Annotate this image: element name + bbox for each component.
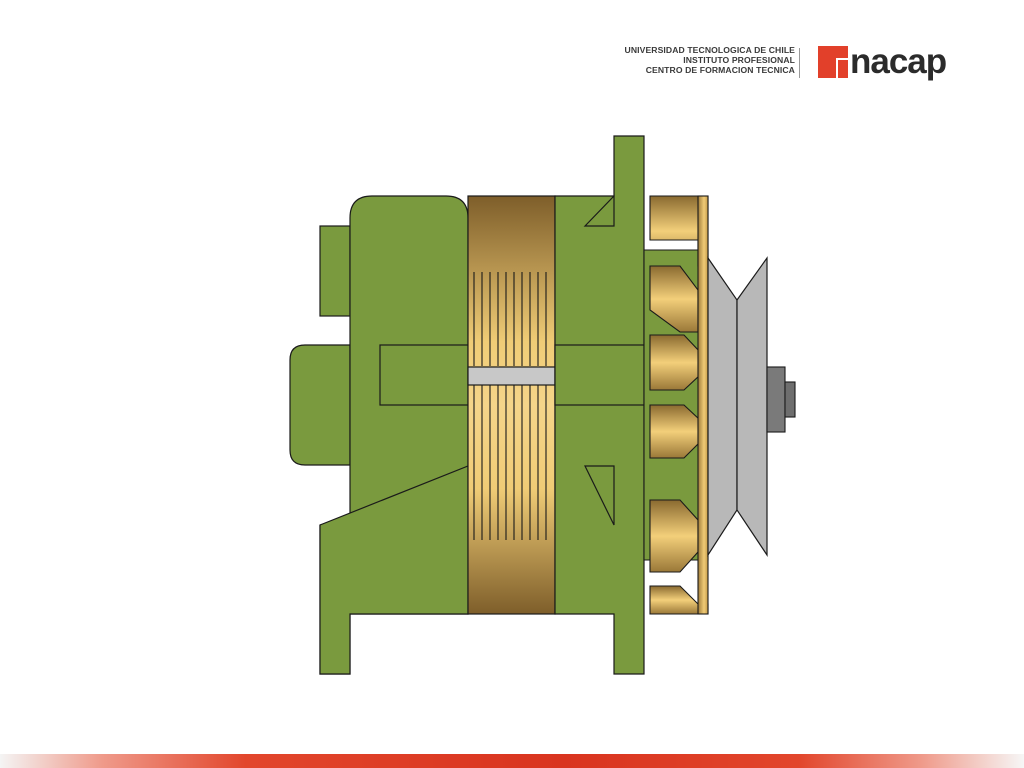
institution-header: UNIVERSIDAD TECNOLOGICA DE CHILE INSTITU… bbox=[625, 45, 795, 75]
institution-line-3: CENTRO DE FORMACION TECNICA bbox=[645, 65, 795, 75]
front-housing-rib-bottom bbox=[584, 465, 615, 526]
institution-line-2: INSTITUTO PROFESIONAL bbox=[683, 55, 795, 65]
brand-wordmark: nacap bbox=[850, 42, 947, 81]
fan-blade-3 bbox=[649, 334, 701, 391]
header-divider bbox=[799, 48, 800, 78]
logo-i-stem bbox=[838, 60, 848, 78]
drive-pulley bbox=[707, 256, 768, 558]
pulley-left-flange bbox=[707, 256, 738, 558]
rear-end-cap bbox=[289, 344, 351, 466]
rotor-shaft-gap bbox=[467, 366, 556, 386]
logo-i-block bbox=[818, 46, 848, 78]
stator-core bbox=[467, 195, 556, 615]
rear-bearing-pocket bbox=[379, 344, 469, 406]
rear-terminal-block bbox=[319, 225, 351, 317]
fan-blade-rim bbox=[697, 195, 709, 615]
rear-mount-foot bbox=[319, 465, 469, 675]
stator-windings bbox=[473, 272, 547, 540]
front-housing-rib-top bbox=[583, 194, 615, 227]
institution-line-1: UNIVERSIDAD TECNOLOGICA DE CHILE bbox=[624, 45, 795, 55]
nut-body bbox=[766, 366, 786, 433]
pulley-right-flange bbox=[736, 256, 768, 557]
fan-blade-4 bbox=[649, 404, 701, 459]
shaft-tip bbox=[784, 381, 796, 418]
inacap-logo-mark bbox=[818, 46, 848, 78]
front-bearing-pocket bbox=[554, 344, 645, 406]
rear-housing bbox=[289, 195, 469, 675]
shaft-nut bbox=[766, 366, 796, 433]
footer-accent-bar bbox=[0, 754, 1024, 768]
front-housing bbox=[554, 135, 645, 675]
stator bbox=[467, 195, 556, 615]
cooling-fan bbox=[643, 195, 709, 615]
